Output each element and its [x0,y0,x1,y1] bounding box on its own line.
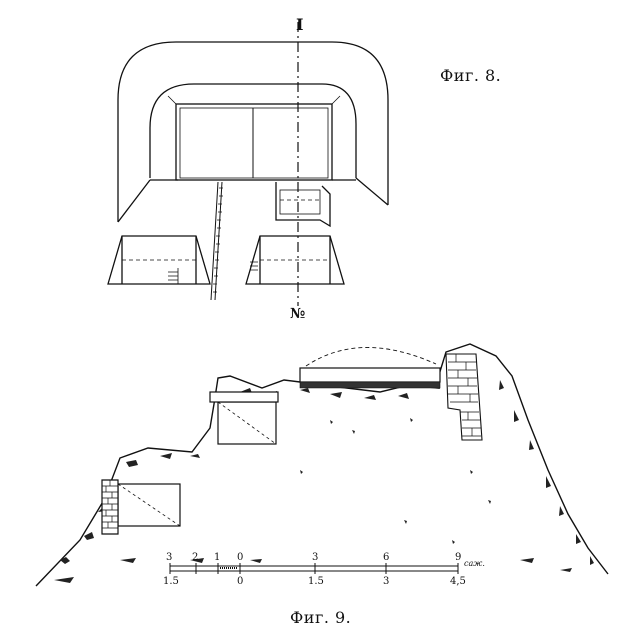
plan-outer-wall [117,41,389,222]
plan-small-chamber [275,182,331,228]
plan-block-left [107,235,211,285]
scale-label-bottom: 3 [383,576,389,587]
scale-label-bottom: 0 [237,576,243,587]
figure-9-caption: Фиг. 9. [290,608,352,627]
scale-label-top: 3 [312,552,318,563]
scale-label-top: 9 [455,552,461,563]
scale-bar [169,563,459,574]
scale-label-top: 2 [192,552,198,563]
terrain-stipple [54,380,594,583]
scale-label-top: 6 [383,552,389,563]
section-marker-bottom: № [290,306,305,322]
lower-chamber [101,479,181,535]
right-masonry [445,353,483,441]
plan-ladder [210,181,223,301]
upper-slab [299,347,441,389]
scale-label-top: 0 [237,552,243,563]
scale-label-bottom: 4,5 [450,576,466,587]
scale-unit: саж. [464,559,485,568]
scale-label-bottom: 1.5 [308,576,324,587]
scale-label-top: 3 [166,552,172,563]
plan-inner-wall [149,83,357,178]
scale-labels-bottom: 1.5 0 1.5 3 4,5 [163,576,466,587]
figure-8-plan [107,22,389,306]
figure-9-section: 3 2 1 0 3 6 9 саж. 1.5 0 1.5 3 4,5 [35,343,609,587]
scale-label-top: 1 [214,552,220,563]
figure-8-caption: Фиг. 8. [440,66,502,85]
section-marker-top: I [296,15,303,34]
plan-block-right [245,235,345,285]
scale-labels-top: 3 2 1 0 3 6 9 саж. [166,552,485,568]
middle-chamber [209,391,279,445]
plan-chamber [175,103,333,181]
scale-label-bottom: 1.5 [163,576,179,587]
